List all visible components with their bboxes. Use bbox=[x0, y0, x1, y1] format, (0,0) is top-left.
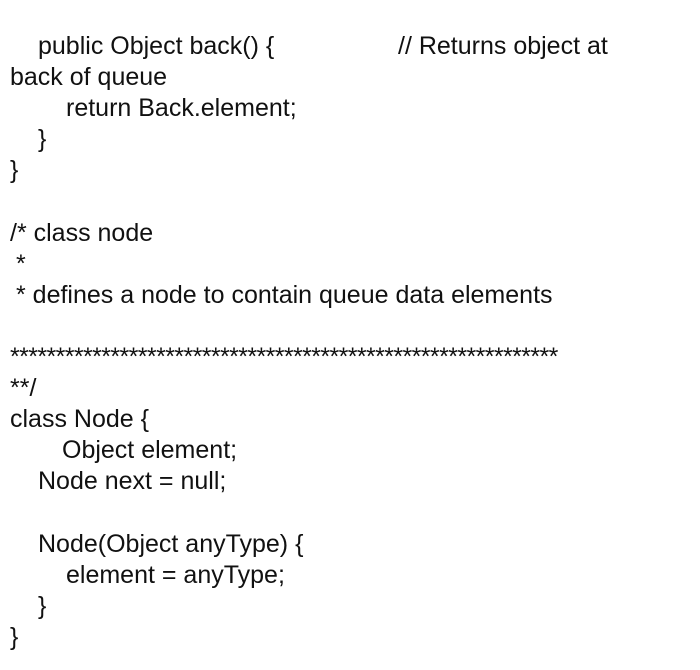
constructor-body: element = anyType; bbox=[66, 561, 285, 589]
comment-open: /* class node bbox=[10, 219, 154, 247]
back-method-signature: public Object back() { bbox=[38, 32, 275, 60]
node-class-close-brace: } bbox=[10, 623, 19, 651]
comment-close: **/ bbox=[10, 374, 37, 402]
comment-description: * defines a node to contain queue data e… bbox=[16, 281, 553, 309]
method-close-brace: } bbox=[38, 125, 47, 153]
back-method-comment: // Returns object at bbox=[398, 32, 608, 60]
field-element: Object element; bbox=[62, 436, 238, 464]
constructor-close-brace: } bbox=[38, 592, 47, 620]
constructor-signature: Node(Object anyType) { bbox=[38, 530, 304, 558]
class-close-brace: } bbox=[10, 156, 19, 184]
return-statement: return Back.element; bbox=[66, 94, 297, 122]
comment-stars-line: ****************************************… bbox=[10, 343, 558, 371]
comment-star-line: * bbox=[16, 250, 26, 278]
field-next: Node next = null; bbox=[38, 467, 227, 495]
back-method-comment-continuation: back of queue bbox=[10, 63, 168, 91]
class-node-declaration: class Node { bbox=[10, 405, 149, 433]
